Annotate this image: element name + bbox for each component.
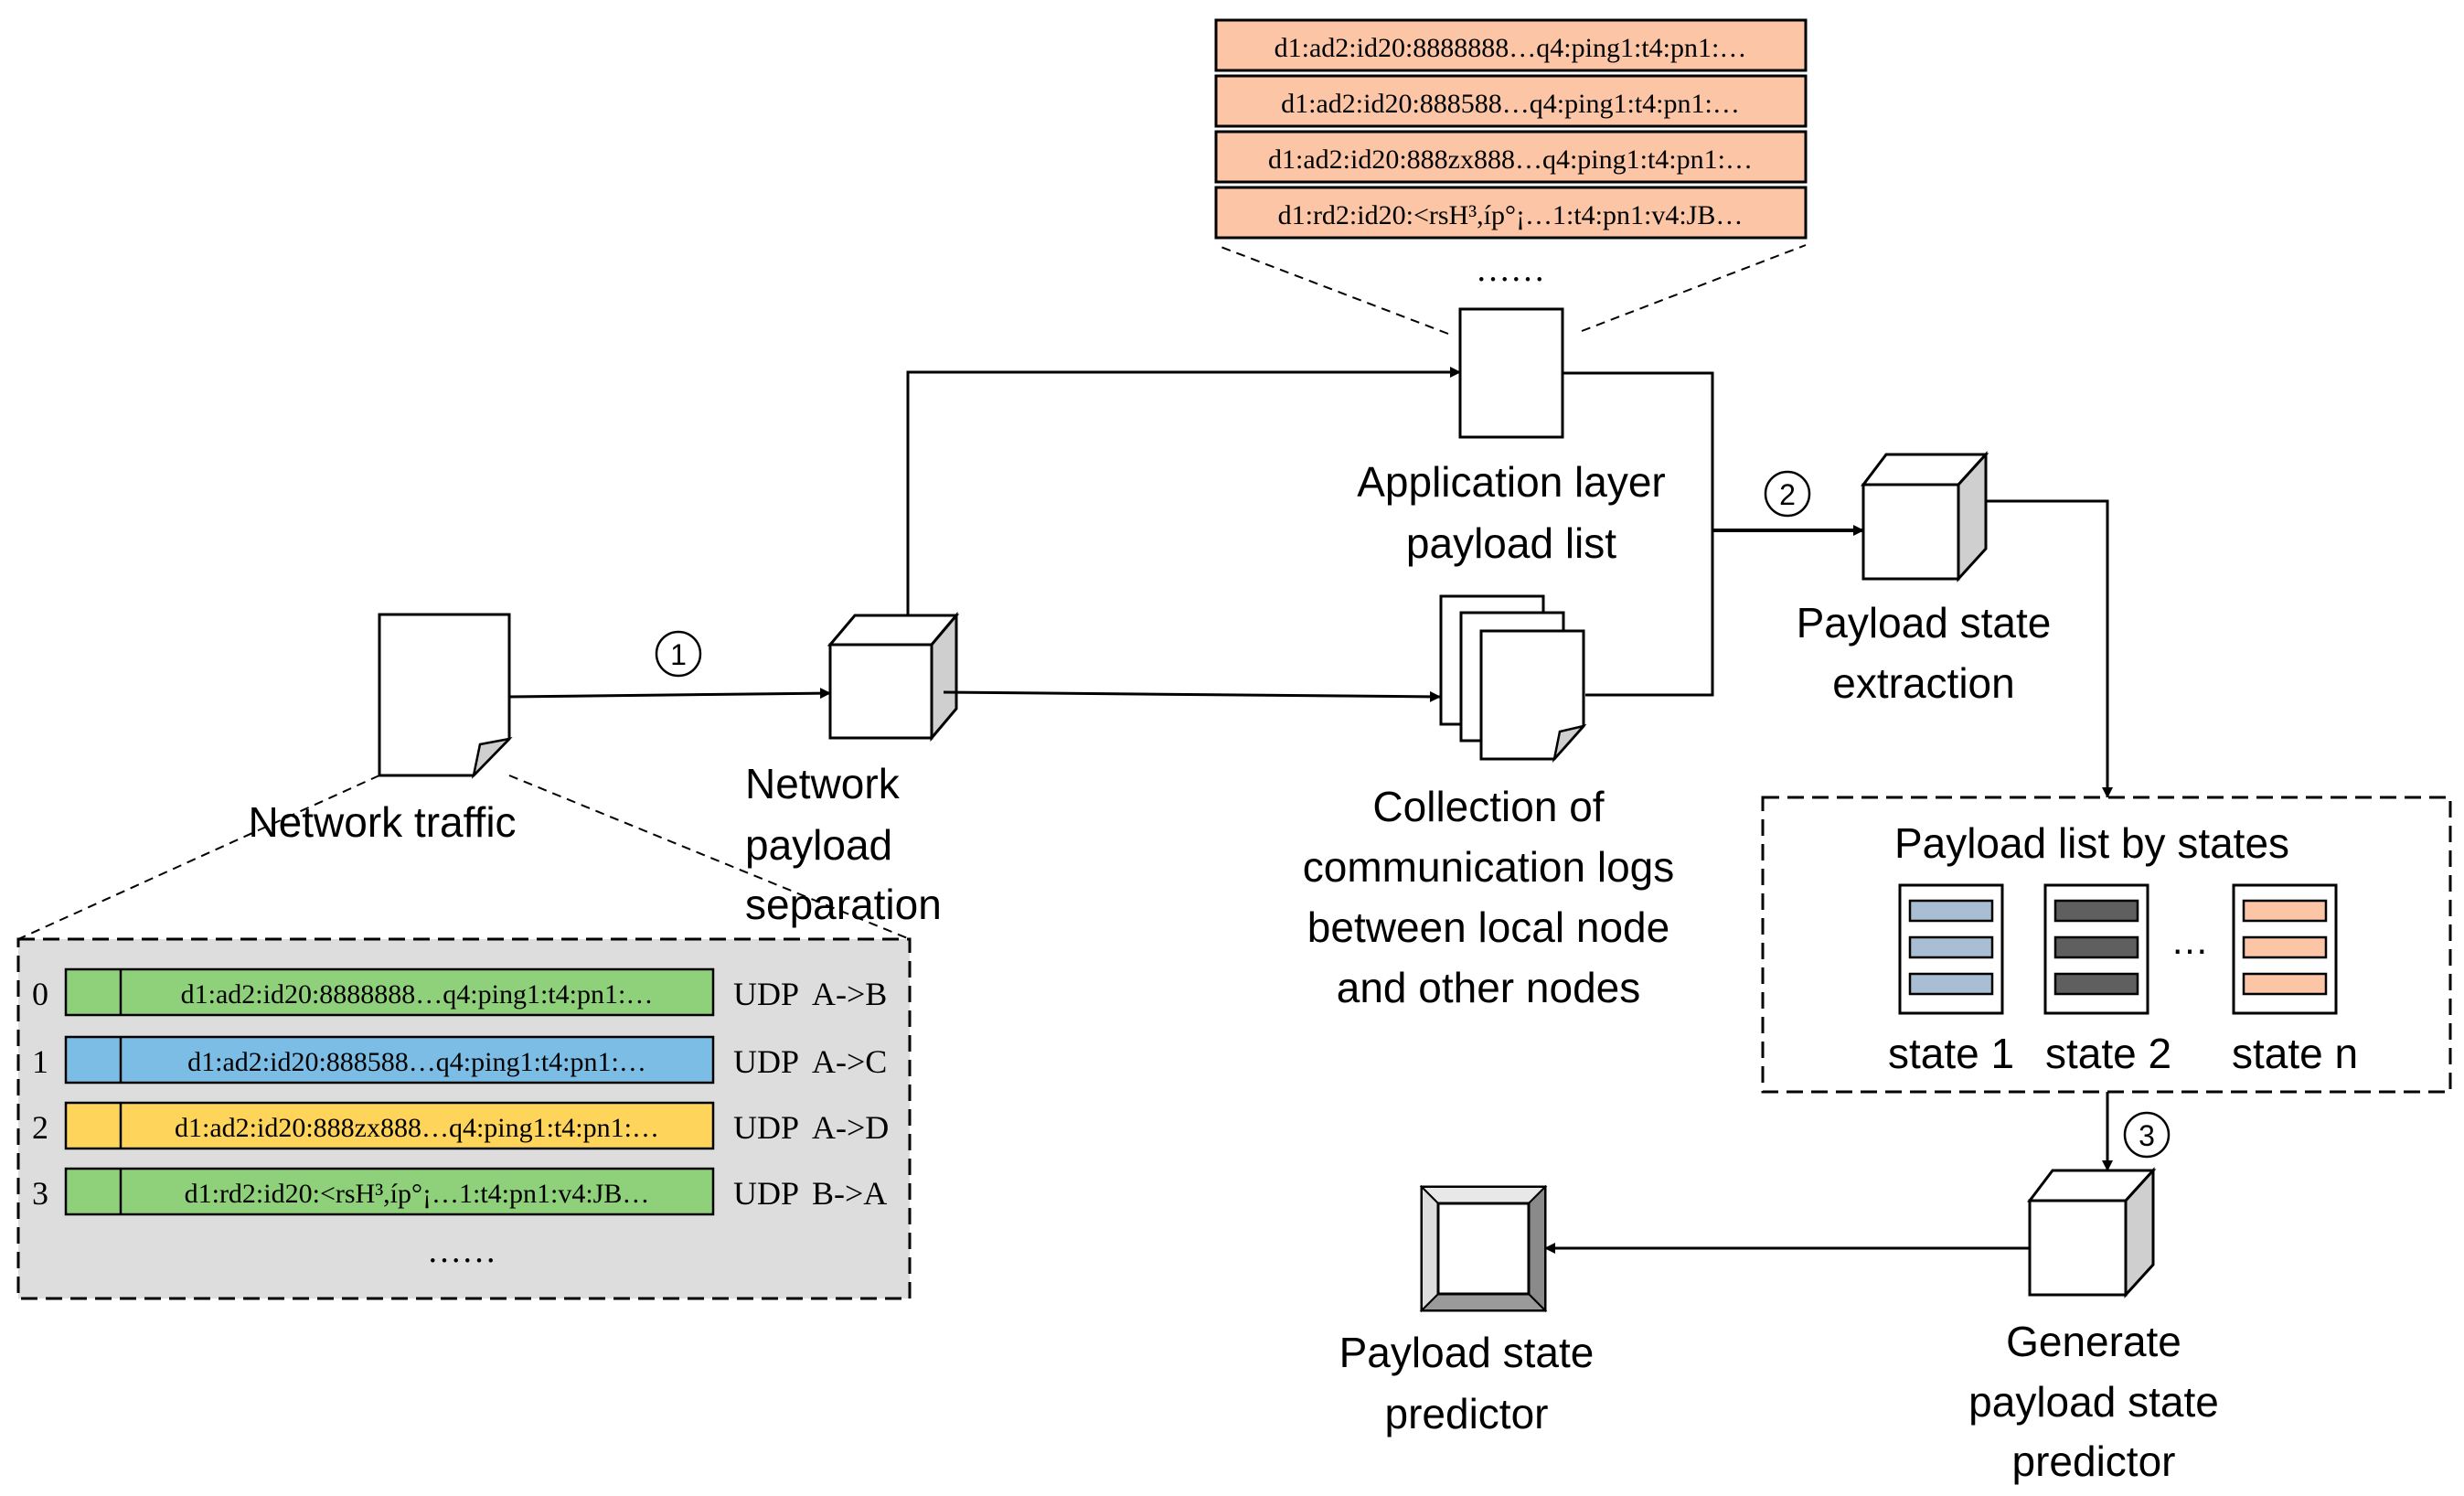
row-index: 0 xyxy=(32,976,48,1012)
row-flow: A->B xyxy=(812,976,887,1012)
payload-bar xyxy=(64,967,715,1017)
extraction-label-line1: Payload state xyxy=(1797,599,2052,646)
row-flow: A->C xyxy=(812,1043,887,1080)
arrow-separation-to-logs xyxy=(943,690,1441,702)
step-2-number: 2 xyxy=(1779,478,1796,511)
state-2-label: state 2 xyxy=(2045,1030,2171,1077)
step-1-number: 1 xyxy=(670,638,687,671)
payload-item xyxy=(1214,74,1808,128)
arrow-separation-to-app-list xyxy=(906,367,1461,615)
row-payload: d1:ad2:id20:888zx888…q4:ping1:t4:pn1:… xyxy=(175,1113,659,1143)
state-1-label: state 1 xyxy=(1888,1030,2014,1077)
app-payload-items: d1:ad2:id20:8888888…q4:ping1:t4:pn1:… d1… xyxy=(1214,18,1808,240)
predictor-label-line2: predictor xyxy=(1385,1390,1549,1437)
extraction-label-line2: extraction xyxy=(1832,659,2014,707)
network-traffic-document-icon xyxy=(378,613,513,779)
separation-cube-icon xyxy=(827,611,960,743)
table-ellipsis: …… xyxy=(427,1232,496,1270)
table-row: 3 d1:rd2:id20:<rsH³,íp°¡…1:t4:pn1:v4:JB…… xyxy=(32,1167,887,1216)
step-3-badge xyxy=(2123,1111,2171,1159)
logs-label-line1: Collection of xyxy=(1372,783,1604,830)
states-ellipsis: … xyxy=(2171,919,2209,962)
generate-label-line3: predictor xyxy=(2012,1437,2176,1485)
step-3-number: 3 xyxy=(2139,1119,2155,1152)
predictor-label-line1: Payload state xyxy=(1339,1329,1595,1376)
row-proto: UDP xyxy=(733,1043,799,1080)
step-2-badge xyxy=(1764,470,1811,518)
zoom-line-right xyxy=(1581,244,1807,332)
payload-list-ellipsis: …… xyxy=(1476,251,1545,289)
arrow-to-states-panel xyxy=(1986,499,2113,798)
row-index: 3 xyxy=(32,1175,48,1212)
row-payload: d1:ad2:id20:888588…q4:ping1:t4:pn1:… xyxy=(187,1047,646,1077)
app-list-label-line1: Application layer xyxy=(1357,458,1666,506)
payload-item xyxy=(1214,130,1808,184)
row-proto: UDP xyxy=(733,1175,799,1212)
payload-item xyxy=(1214,18,1808,72)
separation-label-line1: Network xyxy=(745,760,901,807)
payload-item-text: d1:ad2:id20:888zx888…q4:ping1:t4:pn1:… xyxy=(1268,144,1753,175)
payload-bar xyxy=(64,1101,715,1150)
zoom-line-right xyxy=(508,775,911,940)
row-index: 2 xyxy=(32,1109,48,1146)
communication-logs-icon xyxy=(1439,594,1587,764)
generate-predictor-cube-icon xyxy=(2026,1167,2157,1298)
generate-label-line2: payload state xyxy=(1968,1378,2219,1426)
payload-bar xyxy=(64,1167,715,1216)
zoom-line-left xyxy=(17,775,380,940)
row-payload: d1:ad2:id20:8888888…q4:ping1:t4:pn1:… xyxy=(181,979,654,1010)
payload-item-text: d1:rd2:id20:<rsH³,íp°¡…1:t4:pn1:v4:JB… xyxy=(1278,200,1744,230)
state-n-label: state n xyxy=(2232,1030,2358,1077)
logs-label-line3: between local node xyxy=(1307,903,1669,951)
logs-label-line4: and other nodes xyxy=(1337,964,1641,1011)
arrow-traffic-to-separation xyxy=(508,688,831,700)
zoom-line-left xyxy=(1215,244,1449,335)
payload-item xyxy=(1214,186,1808,240)
row-proto: UDP xyxy=(733,976,799,1012)
state-1-list-icon xyxy=(1898,883,2004,1015)
separation-label-line2: payload xyxy=(745,821,892,869)
app-list-label-line2: payload list xyxy=(1406,519,1616,567)
merge-connector xyxy=(1563,371,1714,697)
predictor-box-icon xyxy=(1419,1184,1548,1313)
network-traffic-label: Network traffic xyxy=(248,798,516,846)
row-index: 1 xyxy=(32,1043,48,1080)
row-flow: B->A xyxy=(812,1175,887,1212)
state-n-list-icon xyxy=(2232,883,2338,1015)
row-payload: d1:rd2:id20:<rsH³,íp°¡…1:t4:pn1:v4:JB… xyxy=(185,1179,650,1209)
generate-label-line1: Generate xyxy=(2006,1318,2181,1365)
separation-label-line3: separation xyxy=(745,881,942,928)
state-extraction-cube-icon xyxy=(1860,451,1989,582)
payload-bar xyxy=(64,1035,715,1085)
table-row: 2 d1:ad2:id20:888zx888…q4:ping1:t4:pn1:…… xyxy=(32,1101,889,1150)
row-proto: UDP xyxy=(733,1109,799,1146)
row-flow: A->D xyxy=(812,1109,889,1146)
table-row: 0 d1:ad2:id20:8888888…q4:ping1:t4:pn1:… … xyxy=(32,967,887,1017)
app-payload-list-icon xyxy=(1458,307,1564,439)
payload-item-text: d1:ad2:id20:8888888…q4:ping1:t4:pn1:… xyxy=(1275,33,1747,63)
state-2-list-icon xyxy=(2043,883,2149,1015)
payload-item-text: d1:ad2:id20:888588…q4:ping1:t4:pn1:… xyxy=(1281,89,1740,119)
states-panel-title: Payload list by states xyxy=(1894,819,2289,867)
step-1-badge xyxy=(655,630,702,678)
table-row: 1 d1:ad2:id20:888588…q4:ping1:t4:pn1:… U… xyxy=(32,1035,887,1085)
logs-label-line2: communication logs xyxy=(1303,843,1675,891)
